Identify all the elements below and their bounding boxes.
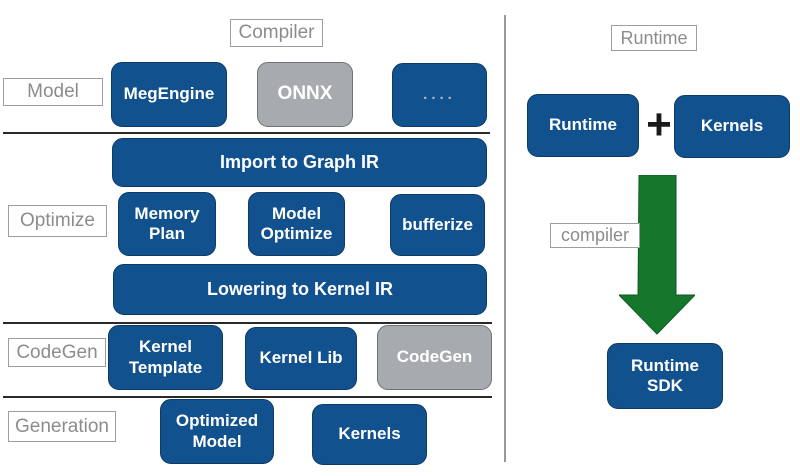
separator-line-1 — [3, 132, 490, 134]
separator-line-2 — [3, 322, 492, 324]
runtime-sdk-box: Runtime SDK — [607, 343, 723, 409]
optimized-model-box: Optimized Model — [160, 399, 274, 464]
kernel-template-box: Kernel Template — [108, 325, 223, 390]
runtime-kernels-box: Kernels — [674, 95, 790, 158]
memory-plan-box: Memory Plan — [118, 192, 216, 256]
compiler-section-title: Compiler — [230, 19, 323, 47]
compiler-step-label: compiler — [550, 223, 640, 248]
generation-row-label: Generation — [8, 411, 116, 442]
codegen-box: CodeGen — [377, 325, 492, 390]
model-row-label: Model — [3, 78, 103, 106]
plus-sign: + — [646, 100, 672, 149]
section-divider — [504, 15, 506, 462]
import-graph-ir-box: Import to Graph IR — [112, 138, 487, 187]
lowering-kernel-ir-box: Lowering to Kernel IR — [113, 264, 487, 315]
optimize-row-label: Optimize — [8, 205, 107, 237]
kernel-lib-box: Kernel Lib — [245, 327, 357, 390]
bufferize-box: bufferize — [390, 194, 485, 256]
runtime-box: Runtime — [527, 94, 639, 157]
runtime-section-title: Runtime — [611, 25, 697, 51]
codegen-row-label: CodeGen — [8, 338, 106, 367]
separator-line-3 — [3, 396, 492, 398]
kernels-output-box: Kernels — [312, 404, 427, 465]
more-frameworks-box: .... — [392, 63, 487, 127]
megengine-box: MegEngine — [111, 62, 227, 127]
onnx-box: ONNX — [257, 62, 353, 127]
green-down-arrow-icon — [619, 175, 695, 335]
model-optimize-box: Model Optimize — [248, 192, 345, 256]
